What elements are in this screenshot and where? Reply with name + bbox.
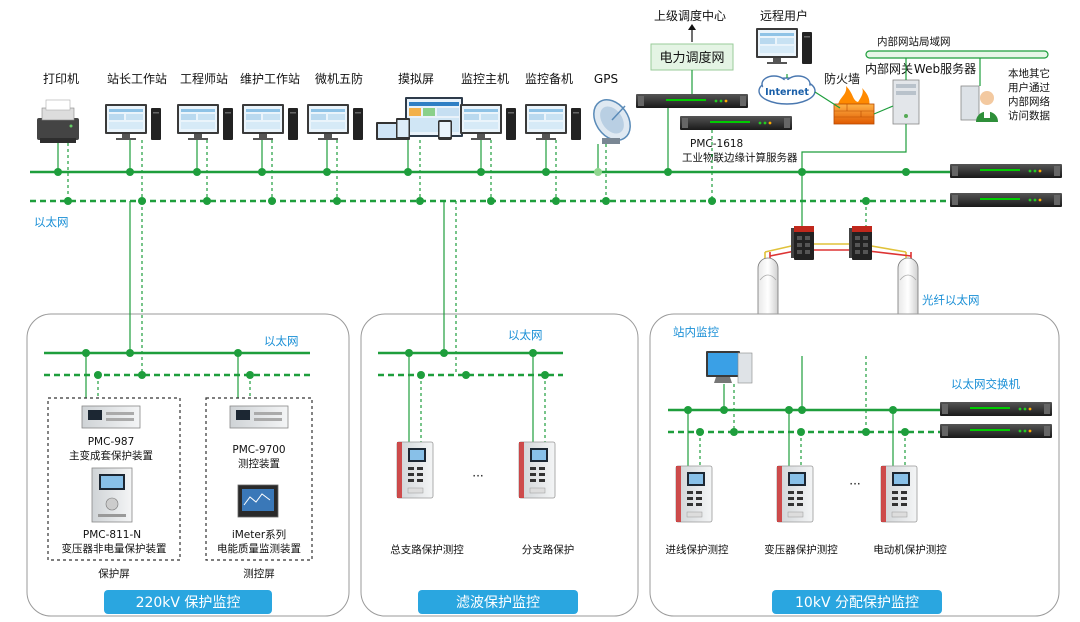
10kv-switch-2-icon bbox=[940, 424, 1052, 438]
gps-antenna-icon bbox=[593, 99, 631, 144]
panel-filter-title: 滤波保护监控 bbox=[456, 595, 540, 611]
local-users-line-2: 用户通过 bbox=[1008, 81, 1050, 94]
panel-filter-ethernet-label: 以太网 bbox=[508, 328, 543, 342]
maintenance-workstation-icon bbox=[242, 104, 298, 140]
fiber-switch-top-right-icon bbox=[849, 226, 872, 260]
bus-dots-solid bbox=[54, 168, 910, 176]
pmc987-desc-label: 主变成套保护装置 bbox=[69, 449, 153, 462]
bus-dots-dashed bbox=[64, 197, 870, 205]
maintenance-label: 维护工作站 bbox=[240, 72, 300, 86]
pmc987-device-icon bbox=[81, 405, 141, 429]
motor-relay-icon bbox=[880, 465, 918, 523]
fiber-switch-top-left-icon bbox=[791, 226, 814, 260]
local-user-icon bbox=[960, 85, 998, 122]
station-monitor-label: 站内监控 bbox=[673, 325, 719, 339]
main-branch-label: 总支路保护测控 bbox=[390, 543, 464, 556]
monitor-backup-workstation-icon bbox=[525, 104, 581, 140]
internet-label: Internet bbox=[765, 87, 809, 98]
ethernet-main-label: 以太网 bbox=[34, 215, 69, 229]
local-users-line-4: 访问数据 bbox=[1008, 109, 1050, 122]
main-switch-1-icon bbox=[950, 164, 1062, 178]
monitor-main-workstation-icon bbox=[460, 104, 516, 140]
pmc9700-device-icon bbox=[229, 405, 289, 429]
protection-screen-box bbox=[47, 397, 181, 561]
up-arrow-icon bbox=[688, 24, 696, 42]
imeter-device-icon bbox=[237, 484, 279, 518]
protection-screen-label: 保护屏 bbox=[98, 567, 130, 580]
monitor-main-label: 监控主机 bbox=[461, 72, 509, 86]
panel-filter-title-tab bbox=[418, 590, 578, 614]
firewall-label: 防火墙 bbox=[824, 71, 860, 86]
sub-branch-label: 分支路保护 bbox=[522, 543, 575, 556]
pmc987-model-label: PMC-987 bbox=[88, 436, 135, 448]
power-network-label: 电力调度网 bbox=[659, 50, 724, 66]
panel-10kv-title-tab bbox=[772, 590, 942, 614]
pmc9700-desc-label: 测控装置 bbox=[238, 457, 280, 470]
micro-five-prevention-icon bbox=[307, 104, 363, 140]
remote-user-workstation-icon bbox=[756, 28, 812, 64]
panel-filter bbox=[360, 313, 639, 617]
panel-220kv-title-tab bbox=[104, 590, 272, 614]
simulation-screen-icon bbox=[376, 97, 463, 140]
web-server-label: Web服务器 bbox=[914, 61, 976, 76]
panel-10kv-title: 10kV 分配保护监控 bbox=[795, 595, 919, 611]
pmc811-device-icon bbox=[91, 467, 133, 523]
engineer-label: 工程师站 bbox=[180, 71, 228, 86]
internal-lan-bus bbox=[865, 50, 1049, 59]
local-users-line-3: 内部网络 bbox=[1008, 95, 1050, 108]
filter-ellipsis: ··· bbox=[472, 469, 483, 483]
power-network-box bbox=[650, 43, 734, 71]
printer-label: 打印机 bbox=[43, 72, 79, 86]
internet-cloud-icon bbox=[758, 75, 816, 105]
station-monitor-pc-icon bbox=[706, 351, 753, 384]
transformer-label: 变压器保护测控 bbox=[764, 543, 838, 556]
main-switch-2-icon bbox=[950, 193, 1062, 207]
firewall-icon bbox=[833, 86, 875, 125]
monitor-backup-label: 监控备机 bbox=[525, 72, 573, 86]
printer-icon bbox=[37, 99, 79, 143]
imeter-model-label: iMeter系列 bbox=[232, 528, 286, 541]
micro-label: 微机五防 bbox=[315, 71, 363, 86]
switch-label: 以太网交换机 bbox=[951, 377, 1020, 391]
dispatch-server-rack-icon bbox=[636, 94, 748, 108]
panel-10kv bbox=[649, 313, 1060, 617]
panel-220kv-ethernet-label: 以太网 bbox=[264, 334, 299, 348]
pmc9700-model-label: PMC-9700 bbox=[232, 444, 285, 456]
station-master-label: 站长工作站 bbox=[107, 72, 167, 86]
incoming-label: 进线保护测控 bbox=[666, 543, 729, 556]
pmc1618-rack-icon bbox=[680, 116, 792, 130]
device-drops bbox=[57, 140, 607, 201]
imeter-desc-label: 电能质量监测装置 bbox=[217, 542, 301, 555]
pmc1618-desc-label: 工业物联边缘计算服务器 bbox=[682, 151, 798, 164]
fiber-ethernet-label: 光纤以太网 bbox=[922, 293, 980, 307]
remote-user-label: 远程用户 bbox=[760, 8, 808, 23]
sim-screen-label: 摸拟屏 bbox=[398, 72, 434, 86]
panel-220kv-title: 220kV 保护监控 bbox=[136, 595, 241, 611]
engineer-workstation-icon bbox=[177, 104, 233, 140]
panel-220kv bbox=[26, 313, 350, 617]
main-branch-relay-icon bbox=[396, 441, 434, 499]
pmc1618-model-label: PMC-1618 bbox=[690, 138, 743, 150]
pmc811-model-label: PMC-811-N bbox=[83, 529, 141, 541]
station-master-workstation-icon bbox=[105, 104, 161, 140]
local-users-line-1: 本地其它 bbox=[1008, 67, 1050, 80]
sub-branch-relay-icon bbox=[518, 441, 556, 499]
motor-label: 电动机保护测控 bbox=[873, 543, 947, 556]
internal-lan-label: 内部网站局域网 bbox=[877, 35, 951, 48]
pmc811-desc-label: 变压器非电量保护装置 bbox=[62, 542, 167, 555]
10kv-switch-1-icon bbox=[940, 402, 1052, 416]
gateway-server-icon bbox=[892, 79, 920, 125]
transformer-relay-icon bbox=[776, 465, 814, 523]
measure-screen-label: 测控屏 bbox=[243, 567, 275, 580]
upper-dispatch-label: 上级调度中心 bbox=[654, 8, 726, 23]
gps-label: GPS bbox=[594, 72, 618, 86]
incoming-relay-icon bbox=[675, 465, 713, 523]
internal-gateway-label: 内部网关 bbox=[865, 61, 913, 76]
measure-screen-box bbox=[205, 397, 313, 561]
10kv-ellipsis: ··· bbox=[849, 477, 860, 491]
